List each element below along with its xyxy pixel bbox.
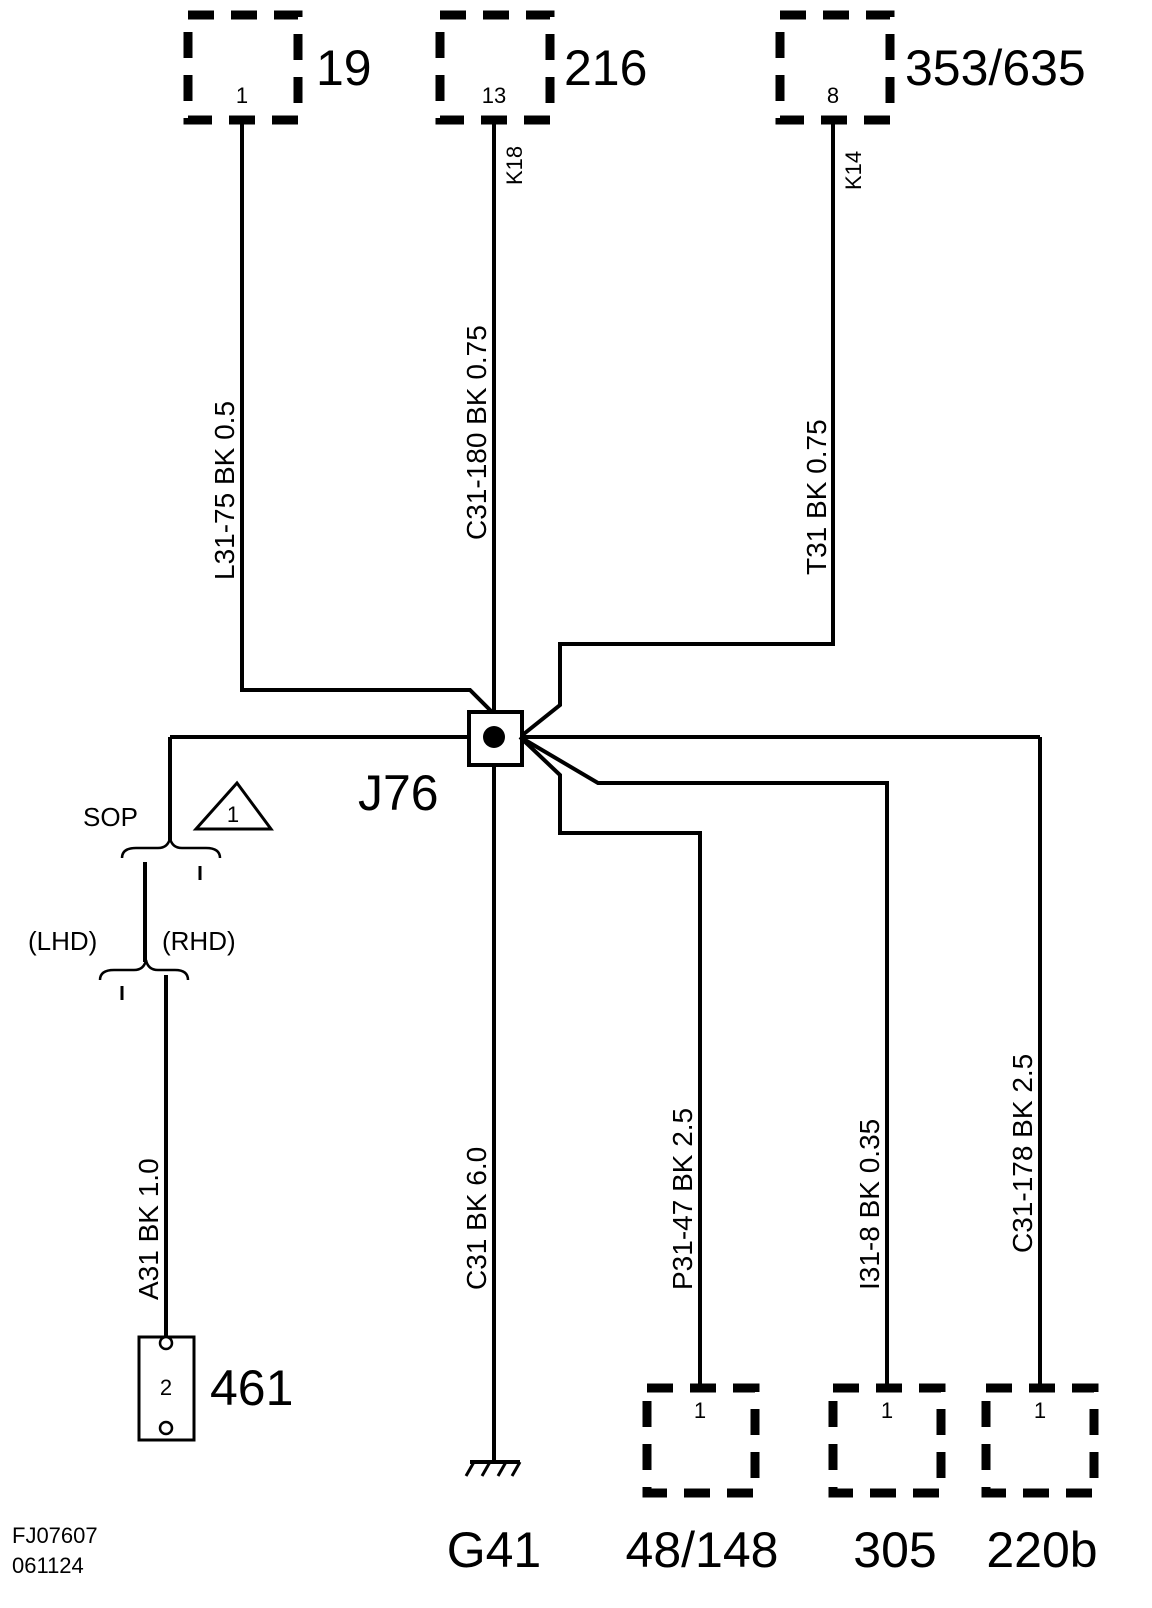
ground-symbol-icon bbox=[464, 1460, 522, 1477]
connector-461-pin: 2 bbox=[160, 1375, 172, 1400]
connector-19-pin: 1 bbox=[236, 83, 248, 108]
wire-t31[interactable] bbox=[518, 120, 835, 739]
option-brace-sop bbox=[120, 837, 222, 880]
wire-label-l31: L31-75 BK 0.5 bbox=[209, 401, 240, 580]
connector-19-label: 19 bbox=[316, 40, 372, 96]
connector-216-pin: 13 bbox=[482, 83, 506, 108]
cavity-k14: K14 bbox=[841, 151, 866, 190]
wire-label-c31-178: C31-178 BK 2.5 bbox=[1007, 1054, 1038, 1253]
connector-461[interactable]: 2 461 bbox=[137, 1335, 293, 1442]
wire-l31-75[interactable] bbox=[240, 120, 494, 714]
connector-220b-pin: 1 bbox=[1034, 1398, 1046, 1423]
connector-48-148-pin: 1 bbox=[694, 1398, 706, 1423]
wire-label-a31: A31 BK 1.0 bbox=[133, 1158, 164, 1300]
wire-i31-8[interactable] bbox=[518, 735, 889, 1388]
connector-216-label: 216 bbox=[564, 40, 647, 96]
lhd-label: (LHD) bbox=[28, 926, 97, 956]
connector-19[interactable]: 1 19 bbox=[183, 10, 372, 125]
connector-220b[interactable]: 1 220b bbox=[981, 1383, 1099, 1578]
connector-305-pin: 1 bbox=[881, 1398, 893, 1423]
connector-353-635-pin: 8 bbox=[827, 83, 839, 108]
wire-label-i31: I31-8 BK 0.35 bbox=[854, 1119, 885, 1290]
connector-48-148[interactable]: 1 48/148 bbox=[626, 1383, 779, 1578]
option-brace-drive bbox=[98, 959, 190, 1000]
connector-48-148-label: 48/148 bbox=[626, 1522, 779, 1578]
sop-label: SOP bbox=[83, 802, 138, 832]
wire-label-c31: C31 BK 6.0 bbox=[461, 1147, 492, 1290]
connector-305[interactable]: 1 305 bbox=[828, 1383, 946, 1578]
diagram-date: 061124 bbox=[12, 1553, 84, 1578]
splice-label: J76 bbox=[358, 765, 439, 821]
wire-label-t31: T31 BK 0.75 bbox=[801, 419, 832, 575]
connector-305-label: 305 bbox=[853, 1522, 936, 1578]
wire-p31-47[interactable] bbox=[518, 735, 702, 1388]
wire-label-p31: P31-47 BK 2.5 bbox=[667, 1108, 698, 1290]
ground-label: G41 bbox=[447, 1522, 542, 1578]
connector-353-635-label: 353/635 bbox=[905, 40, 1086, 96]
connector-220b-label: 220b bbox=[986, 1522, 1097, 1578]
diagram-code: FJ07607 bbox=[12, 1523, 98, 1548]
splice-j76[interactable] bbox=[168, 710, 1040, 1460]
rhd-label: (RHD) bbox=[162, 926, 236, 956]
connector-216[interactable]: 13 216 bbox=[435, 10, 647, 125]
connector-461-label: 461 bbox=[210, 1360, 293, 1416]
svg-text:1: 1 bbox=[227, 802, 239, 827]
cavity-k18: K18 bbox=[502, 146, 527, 185]
wire-label-c31-180: C31-180 BK 0.75 bbox=[461, 325, 492, 540]
note-triangle: 1 bbox=[192, 780, 274, 831]
connector-353-635[interactable]: 8 353/635 bbox=[775, 10, 1086, 125]
